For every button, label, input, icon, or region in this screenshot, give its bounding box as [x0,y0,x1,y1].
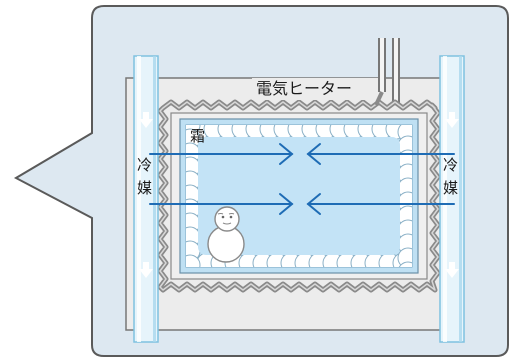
heater-label: 電気ヒーター [256,79,352,98]
electric-heater-coil [157,78,441,293]
frost-label: 霜 [190,127,205,145]
snowman-icon [207,206,245,263]
down-arrow-icon [139,112,459,278]
airflow-arrows [149,143,455,215]
refrigerant-label-left-1: 冷 [137,156,152,174]
heater-lead-pipe [378,38,400,106]
refrigerant-pipe-right [439,55,465,343]
refrigerant-label-right-2: 媒 [443,179,458,197]
refrigerant-pipe-left [133,55,159,343]
refrigerant-label-left-2: 媒 [137,179,152,197]
refrigerant-label-right-1: 冷 [443,156,458,174]
